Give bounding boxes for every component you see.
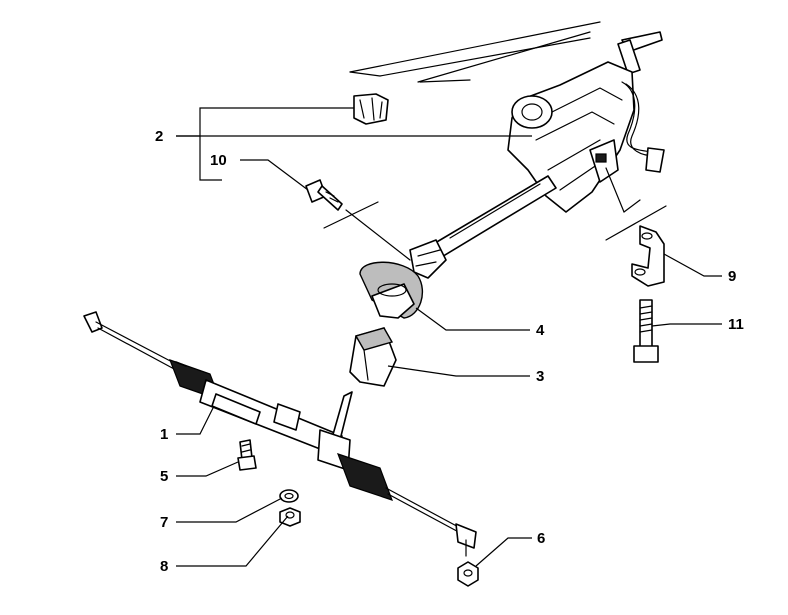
part-11-bolt <box>633 299 659 363</box>
part-1-steering-rack <box>83 311 477 557</box>
callout-9: 9 <box>728 268 736 285</box>
part-5-bolt <box>237 439 257 471</box>
part-2-bush <box>353 93 389 125</box>
part-7-washer-hole <box>284 492 294 500</box>
part-10-bolt <box>305 179 343 211</box>
callout-10: 10 <box>210 152 227 169</box>
dashboard-outline <box>349 21 601 83</box>
callout-7: 7 <box>160 514 168 531</box>
callout-1: 1 <box>160 426 168 443</box>
part-4-boot <box>359 261 423 319</box>
callout-3: 3 <box>536 368 544 385</box>
part-8-nut <box>279 507 301 527</box>
callout-4: 4 <box>536 322 545 339</box>
callout-6: 6 <box>537 530 545 547</box>
part-6-nut <box>457 561 479 587</box>
callout-11: 11 <box>728 316 744 333</box>
part-3-grommet <box>349 327 397 387</box>
guide-lines <box>323 167 667 261</box>
part-7-washer <box>279 489 299 503</box>
callout-2: 2 <box>155 128 163 145</box>
part-9-bracket <box>631 225 665 287</box>
leader-lines <box>176 107 722 567</box>
part-2-steering-column <box>409 31 665 279</box>
callout-5: 5 <box>160 468 168 485</box>
callout-8: 8 <box>160 558 168 575</box>
